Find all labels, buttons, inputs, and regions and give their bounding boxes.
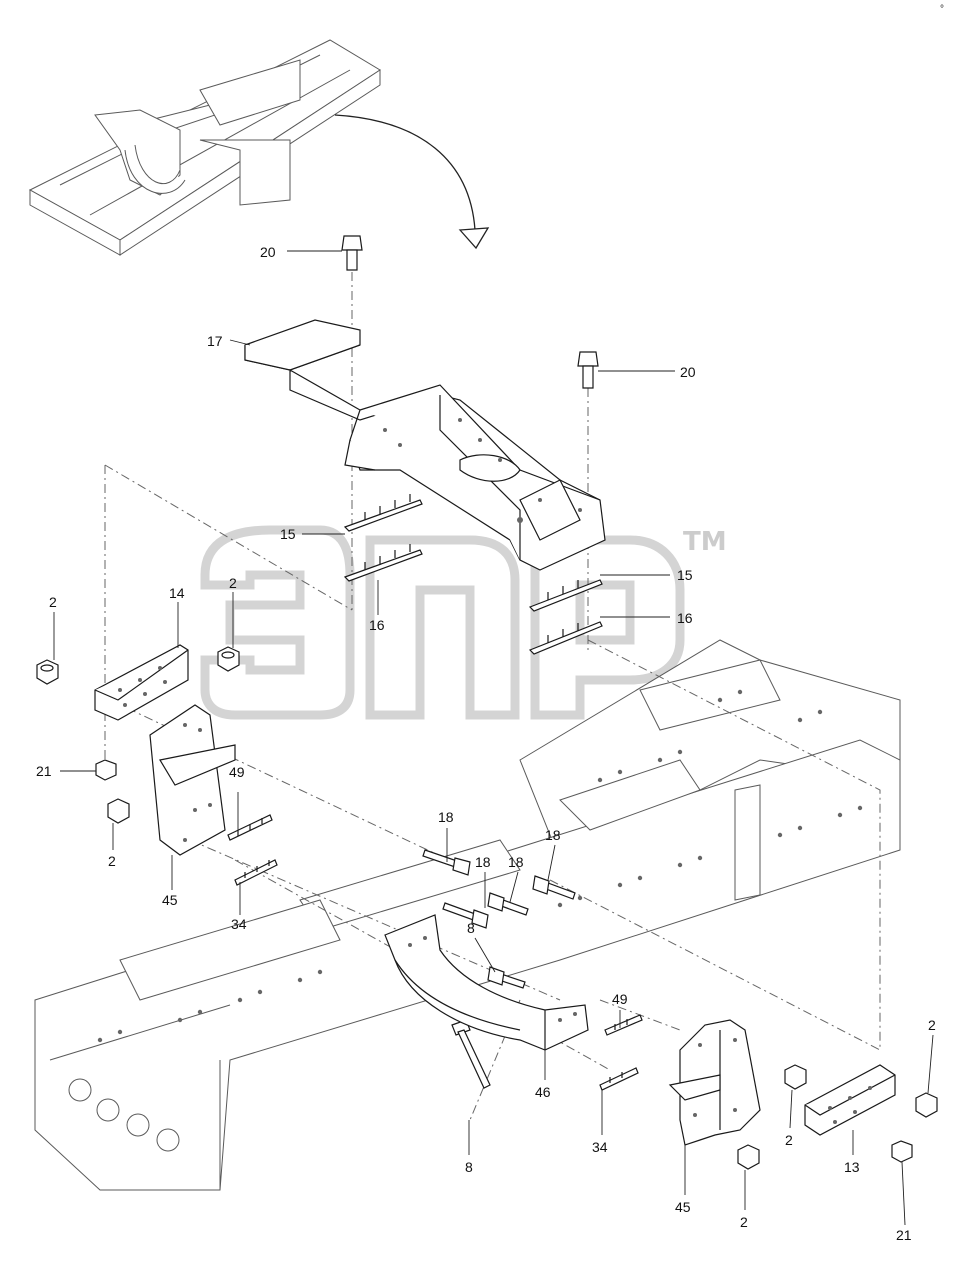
overview-inset: [28, 39, 381, 256]
callout-34: 34: [231, 916, 247, 932]
bracket-13: [804, 1064, 896, 1136]
bolt-18-d: [532, 875, 576, 900]
frame-rivet-holes: [97, 689, 863, 1043]
watermark: TM: [200, 525, 727, 720]
nut-2-c: [107, 798, 130, 824]
callout-2: 2: [229, 575, 237, 591]
callout-20: 20: [260, 244, 276, 260]
shim-34-left: [234, 859, 278, 886]
bolt-20-right: [577, 351, 599, 389]
nut-21-right: [891, 1140, 913, 1163]
callout-8: 8: [465, 1159, 473, 1175]
callout-20: 20: [680, 364, 696, 380]
callout-21: 21: [36, 763, 52, 779]
callout-13: 13: [844, 1159, 860, 1175]
subframe-17: [244, 319, 606, 571]
callout-45: 45: [675, 1199, 691, 1215]
callout-labels: 20 17 20 15 16 15 16 2 14 2 21 2 49 45 3…: [36, 244, 936, 1243]
callout-2: 2: [740, 1214, 748, 1230]
callout-8: 8: [467, 920, 475, 936]
callout-49: 49: [229, 764, 245, 780]
shim-16-right: [528, 621, 603, 655]
curved-arrow: [334, 114, 490, 250]
bolt-18-b: [442, 902, 489, 929]
nut-2-f: [915, 1092, 938, 1118]
callout-45: 45: [162, 892, 178, 908]
nut-2-a: [36, 659, 59, 685]
bracket-14: [94, 644, 189, 721]
callout-14: 14: [169, 585, 185, 601]
shim-15-left: [343, 494, 423, 532]
nut-2-b: [217, 646, 240, 672]
leader-lines: [53, 250, 934, 1226]
callout-2: 2: [108, 853, 116, 869]
watermark-trademark: TM: [683, 527, 727, 557]
corner-mark: °: [940, 4, 944, 15]
callout-49: 49: [612, 991, 628, 1007]
shim-49-left: [227, 814, 273, 841]
bolt-8-a: [487, 966, 526, 989]
shim-34-right: [599, 1067, 639, 1091]
callout-17: 17: [207, 333, 223, 349]
bolt-18-c: [487, 892, 529, 916]
callout-18: 18: [438, 809, 454, 825]
cradle-46: [384, 914, 589, 1051]
callout-21: 21: [896, 1227, 912, 1243]
callout-18: 18: [475, 854, 491, 870]
callout-15: 15: [280, 526, 296, 542]
callout-2: 2: [49, 594, 57, 610]
callout-2: 2: [785, 1132, 793, 1148]
shim-15-right: [528, 579, 603, 612]
callout-34: 34: [592, 1139, 608, 1155]
callout-18: 18: [508, 854, 524, 870]
nut-2-e: [737, 1144, 760, 1170]
bolt-18-a: [422, 849, 471, 876]
callout-16: 16: [677, 610, 693, 626]
shim-16-left: [343, 544, 423, 582]
callout-2: 2: [928, 1017, 936, 1033]
callout-16: 16: [369, 617, 385, 633]
callout-18: 18: [545, 827, 561, 843]
callout-46: 46: [535, 1084, 551, 1100]
shim-49-right: [604, 1014, 643, 1036]
bolt-20-upper: [341, 235, 363, 271]
callout-15: 15: [677, 567, 693, 583]
nut-21-left: [95, 759, 117, 781]
nut-2-d: [784, 1064, 807, 1090]
mount-bracket-45-left: [149, 704, 236, 856]
mount-bracket-45-right: [668, 1019, 761, 1146]
